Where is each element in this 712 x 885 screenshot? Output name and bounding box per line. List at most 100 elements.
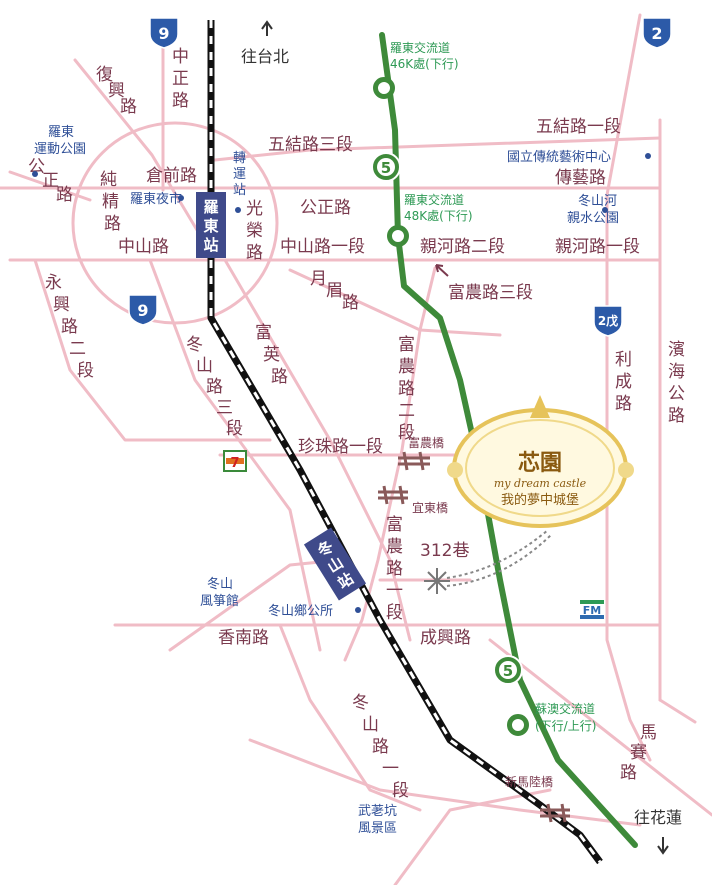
seven-eleven-icon: 7 (223, 450, 247, 472)
familymart-label: FM (583, 604, 601, 617)
label-funong3: 富農路三段 (448, 283, 533, 303)
label-dongshan3: 冬山路三段 (186, 335, 243, 439)
label-binhai: 濱海公路 (668, 340, 685, 426)
label-chengxing: 成興路 (420, 628, 471, 648)
label-gongzheng-c: 公正路 (300, 198, 351, 218)
poi-wulaokeng[interactable]: 武荖坑風景區 (358, 804, 397, 836)
shield-prov9-north: 9 (149, 17, 179, 49)
road-fuxing (73, 58, 217, 262)
road-yongxing (33, 258, 272, 442)
label-xiangnan: 香南路 (218, 628, 269, 648)
label-zhongshan: 中山路 (118, 237, 169, 257)
station-luodong[interactable]: 羅東站 (196, 192, 226, 258)
label-licheng: 利成路 (615, 350, 632, 414)
shield-fwy5-south: 5 (493, 655, 523, 685)
railway-dash (209, 20, 602, 863)
label-wujie1: 五結路一段 (536, 117, 621, 137)
road-dongshan3 (148, 258, 322, 652)
shield-prov2: 2 (642, 17, 672, 49)
bridge-xinmalu-label: 新馬陸橋 (505, 774, 553, 789)
shield-prov2c-num: 2戊 (598, 313, 618, 328)
road-labels: 復興路 中正路 五結路三段 五結路一段 公正路 公正路 純精路 倉前路 中山路 … (28, 47, 685, 801)
destination-name: 芯園 (518, 450, 562, 476)
bridge-funong-label: 富農橋 (408, 435, 444, 450)
poi-sports-park-dot (32, 171, 38, 177)
label-lane312: 312巷 (420, 541, 469, 561)
interchange-46k-marker (373, 77, 395, 99)
road-wujie (213, 136, 662, 162)
crown-icon (530, 395, 550, 418)
label-zhenzhu1: 珍珠路一段 (298, 437, 383, 457)
station-dongshan-box (303, 527, 367, 601)
shield-prov9-south-num: 9 (137, 301, 148, 320)
bridges: 富農橋 宜東橋 新馬陸橋 (378, 435, 570, 823)
label-gongzheng-w: 公正路 (28, 157, 73, 205)
logo-inner-frame (465, 419, 615, 517)
bridge-xinmalu-icon (540, 803, 570, 823)
station-luodong-label: 羅東站 (203, 198, 218, 254)
shield-prov2-num: 2 (651, 24, 662, 43)
road-binhai-s (658, 698, 697, 724)
poi-township-office[interactable]: 冬山鄉公所 (268, 603, 333, 619)
road-fuying (223, 258, 412, 642)
poi-kite-museum[interactable]: 冬山風箏館 (200, 576, 239, 609)
road-xinmalu (248, 738, 642, 827)
arrow-down-icon (657, 837, 669, 855)
label-funong1: 富農路一段 (386, 515, 403, 623)
direction-south-label: 往花蓮 (634, 808, 682, 827)
road-masai (488, 638, 712, 817)
suao-label: 蘇澳交流道(下行/上行) (535, 701, 596, 733)
destination-logo[interactable]: 芯園 my dream castle 我的夢中城堡 (447, 395, 634, 528)
bridge-funong-icon (398, 451, 430, 471)
arrow-up-icon (261, 20, 273, 36)
label-chunjing: 純精路 (100, 170, 121, 234)
station-dongshan[interactable]: 冬山站 (303, 527, 367, 601)
label-masai: 馬賽路 (620, 723, 657, 783)
label-qinhe1: 親河路一段 (555, 237, 640, 257)
seven-eleven-label: 7 (230, 456, 239, 471)
direction-south: 往花蓮 (634, 808, 682, 855)
label-funong2: 富農路二段 (398, 335, 415, 443)
logo-flourish-left-icon (447, 462, 463, 478)
label-yongxing2: 永興路二段 (45, 273, 94, 381)
poi-township-office-dot (355, 607, 361, 613)
label-guangye: 光榮路 (246, 199, 263, 263)
poi-transfer-dot (235, 207, 241, 213)
leader-line-2 (446, 533, 553, 587)
bridge-yidong-label: 宜東橋 (412, 500, 448, 515)
poi-sports-park[interactable]: 羅東運動公園 (34, 124, 86, 157)
logo-flourish-right-icon (618, 462, 634, 478)
direction-north-label: 往台北 (241, 47, 289, 66)
label-yuemei: 月眉路 (310, 269, 359, 313)
shield-prov9-north-num: 9 (158, 24, 169, 43)
poi-transfer[interactable]: 轉運站 (233, 151, 246, 198)
road-gongzheng-w (8, 170, 92, 202)
interchange-suao-marker (507, 714, 529, 736)
road-funong (343, 266, 437, 662)
destination-tagline: 我的夢中城堡 (501, 492, 579, 508)
interchange-48k-marker (387, 225, 409, 247)
poi-night-market[interactable]: 羅東夜市 (130, 191, 182, 207)
freeway-5 (379, 32, 638, 848)
poi-riverpark-dot (602, 207, 608, 213)
label-fuxing: 復興路 (96, 65, 137, 117)
destination-pin-icon (424, 568, 450, 594)
arrow-upleft-icon (435, 264, 449, 277)
shield-prov2c: 2戊 (593, 305, 623, 337)
poi-night-market-dot (178, 195, 184, 201)
road-licheng (605, 13, 652, 762)
familymart-icon: FM (580, 600, 604, 619)
poi-ncfta-dot (645, 153, 651, 159)
poi-labels: 羅東運動公園 羅東夜市 轉運站 國立傳統藝術中心 傳藝路 冬山河親水公園 冬山風… (32, 124, 651, 836)
label-cangqian: 倉前路 (146, 166, 197, 186)
destination-subtitle: my dream castle (494, 477, 587, 490)
label-zhongshan1: 中山路一段 (280, 237, 365, 257)
poi-ncfta[interactable]: 國立傳統藝術中心 (507, 150, 611, 165)
poi-riverpark[interactable]: 冬山河親水公園 (567, 193, 619, 226)
label-dongshan1: 冬山路一段 (352, 693, 409, 801)
shield-fwy5-north: 5 (371, 152, 401, 182)
